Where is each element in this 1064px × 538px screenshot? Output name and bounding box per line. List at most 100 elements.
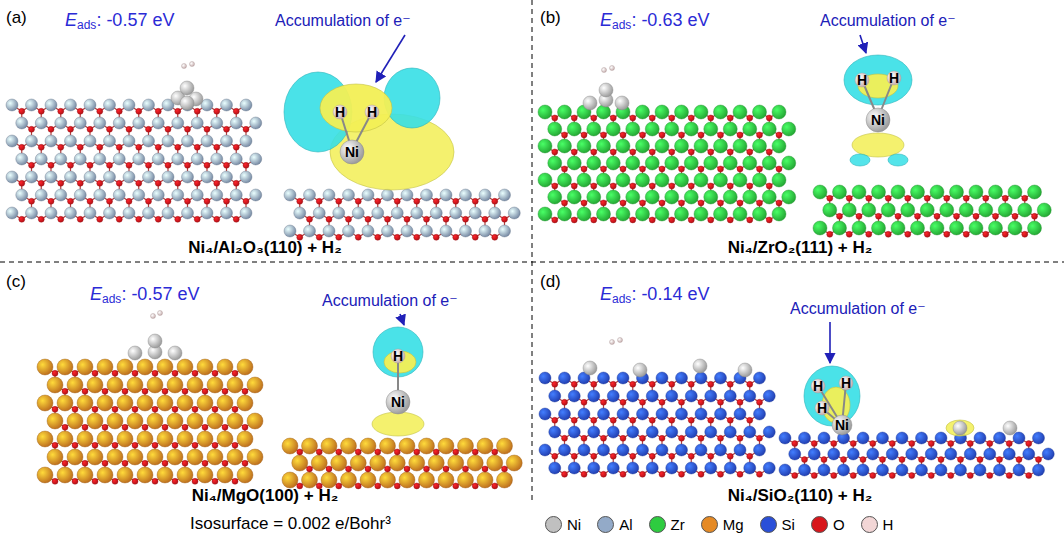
atom [232, 442, 238, 448]
atom [411, 207, 423, 219]
atom [587, 156, 601, 170]
atom [323, 225, 335, 237]
atom [391, 207, 403, 219]
atom [440, 225, 452, 237]
atom [587, 122, 601, 136]
atom [142, 388, 148, 394]
atom [191, 153, 203, 165]
atom [152, 189, 164, 201]
atom [116, 108, 122, 114]
atom [47, 413, 63, 429]
atom [177, 395, 193, 411]
atom [355, 449, 361, 455]
atom [162, 388, 168, 394]
atom [62, 388, 68, 394]
atom [698, 399, 704, 405]
support-slab [539, 372, 775, 477]
atom [122, 424, 128, 430]
atom [201, 207, 213, 219]
atom [610, 115, 616, 121]
atom [127, 449, 143, 465]
atom [172, 478, 178, 484]
atom [58, 144, 64, 150]
atom [399, 472, 415, 488]
atom [549, 390, 561, 402]
atom [116, 216, 122, 222]
atom [482, 466, 488, 472]
atom [180, 96, 194, 110]
atom [197, 467, 213, 483]
atom [963, 195, 969, 201]
atom [684, 156, 698, 170]
atom [214, 144, 220, 150]
atom [152, 153, 164, 165]
atom [598, 372, 610, 384]
atom [1018, 203, 1032, 217]
atom [116, 180, 122, 186]
atom [934, 213, 940, 219]
atom [620, 200, 626, 206]
atom [772, 139, 786, 153]
atom [1028, 221, 1042, 235]
atom [224, 162, 230, 168]
atom [142, 460, 148, 466]
atom [782, 122, 796, 136]
atom [727, 381, 733, 387]
atom [132, 478, 138, 484]
atom [753, 173, 767, 187]
atom [386, 390, 410, 414]
charge-density [372, 412, 424, 436]
atom [433, 234, 439, 240]
atom [636, 173, 650, 187]
charge-density [850, 154, 870, 166]
atom [747, 115, 753, 121]
atom [94, 153, 106, 165]
atom [998, 203, 1012, 217]
atom [627, 426, 639, 438]
atom [123, 207, 135, 219]
atom [401, 189, 413, 201]
atom [187, 449, 203, 465]
atom [55, 153, 67, 165]
atom [247, 449, 263, 465]
atom [846, 231, 852, 237]
atom [597, 105, 611, 119]
atom [227, 449, 243, 465]
atom [714, 139, 728, 153]
atom [72, 442, 78, 448]
atom [649, 217, 655, 223]
atom [87, 198, 93, 204]
atom [458, 438, 474, 454]
atom [757, 200, 763, 206]
atom [362, 225, 374, 237]
atom [734, 408, 746, 420]
atom [754, 444, 766, 456]
atom [77, 180, 83, 186]
atom [1032, 213, 1038, 219]
atom [552, 149, 558, 155]
atom [497, 472, 513, 488]
atom [448, 455, 464, 471]
atom [552, 183, 558, 189]
atom [365, 466, 371, 472]
atom [37, 467, 53, 483]
atom [679, 200, 685, 206]
atom [47, 377, 63, 393]
atom [762, 122, 776, 136]
atom [626, 156, 640, 170]
panel-divider [532, 0, 533, 500]
atom [148, 334, 162, 348]
atom [492, 198, 498, 204]
atom [132, 406, 138, 412]
atom [571, 149, 577, 155]
atom [433, 483, 439, 489]
atom [591, 381, 597, 387]
atom [649, 381, 655, 387]
atom [1028, 185, 1042, 199]
atom [616, 207, 630, 221]
atom [177, 359, 193, 375]
charge-density [852, 133, 904, 157]
atom [656, 444, 668, 456]
atom [688, 417, 694, 423]
atom [175, 180, 181, 186]
